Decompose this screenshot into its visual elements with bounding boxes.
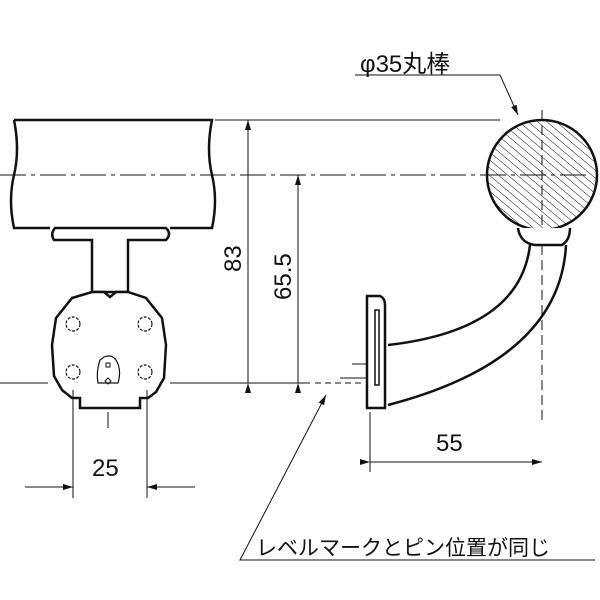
dim-65-5-label: 65.5 (270, 253, 297, 300)
mounting-holes (65, 316, 153, 380)
dim-25-label: 25 (92, 455, 119, 482)
bracket-flange (51, 226, 171, 294)
handrail-section (9, 118, 217, 230)
rod-leader (355, 74, 519, 116)
rod-label: φ35丸棒 (360, 51, 451, 78)
dim-83-label: 83 (220, 245, 247, 272)
bracket-collar (516, 227, 572, 247)
note-label: レベルマークとピン位置が同じ (256, 537, 550, 560)
keyhole (96, 355, 121, 384)
bracket-arm (387, 244, 568, 407)
bracket-body (50, 290, 168, 410)
dim-55-label: 55 (436, 430, 463, 457)
wall-plate (365, 294, 387, 410)
note-leader (239, 394, 595, 561)
